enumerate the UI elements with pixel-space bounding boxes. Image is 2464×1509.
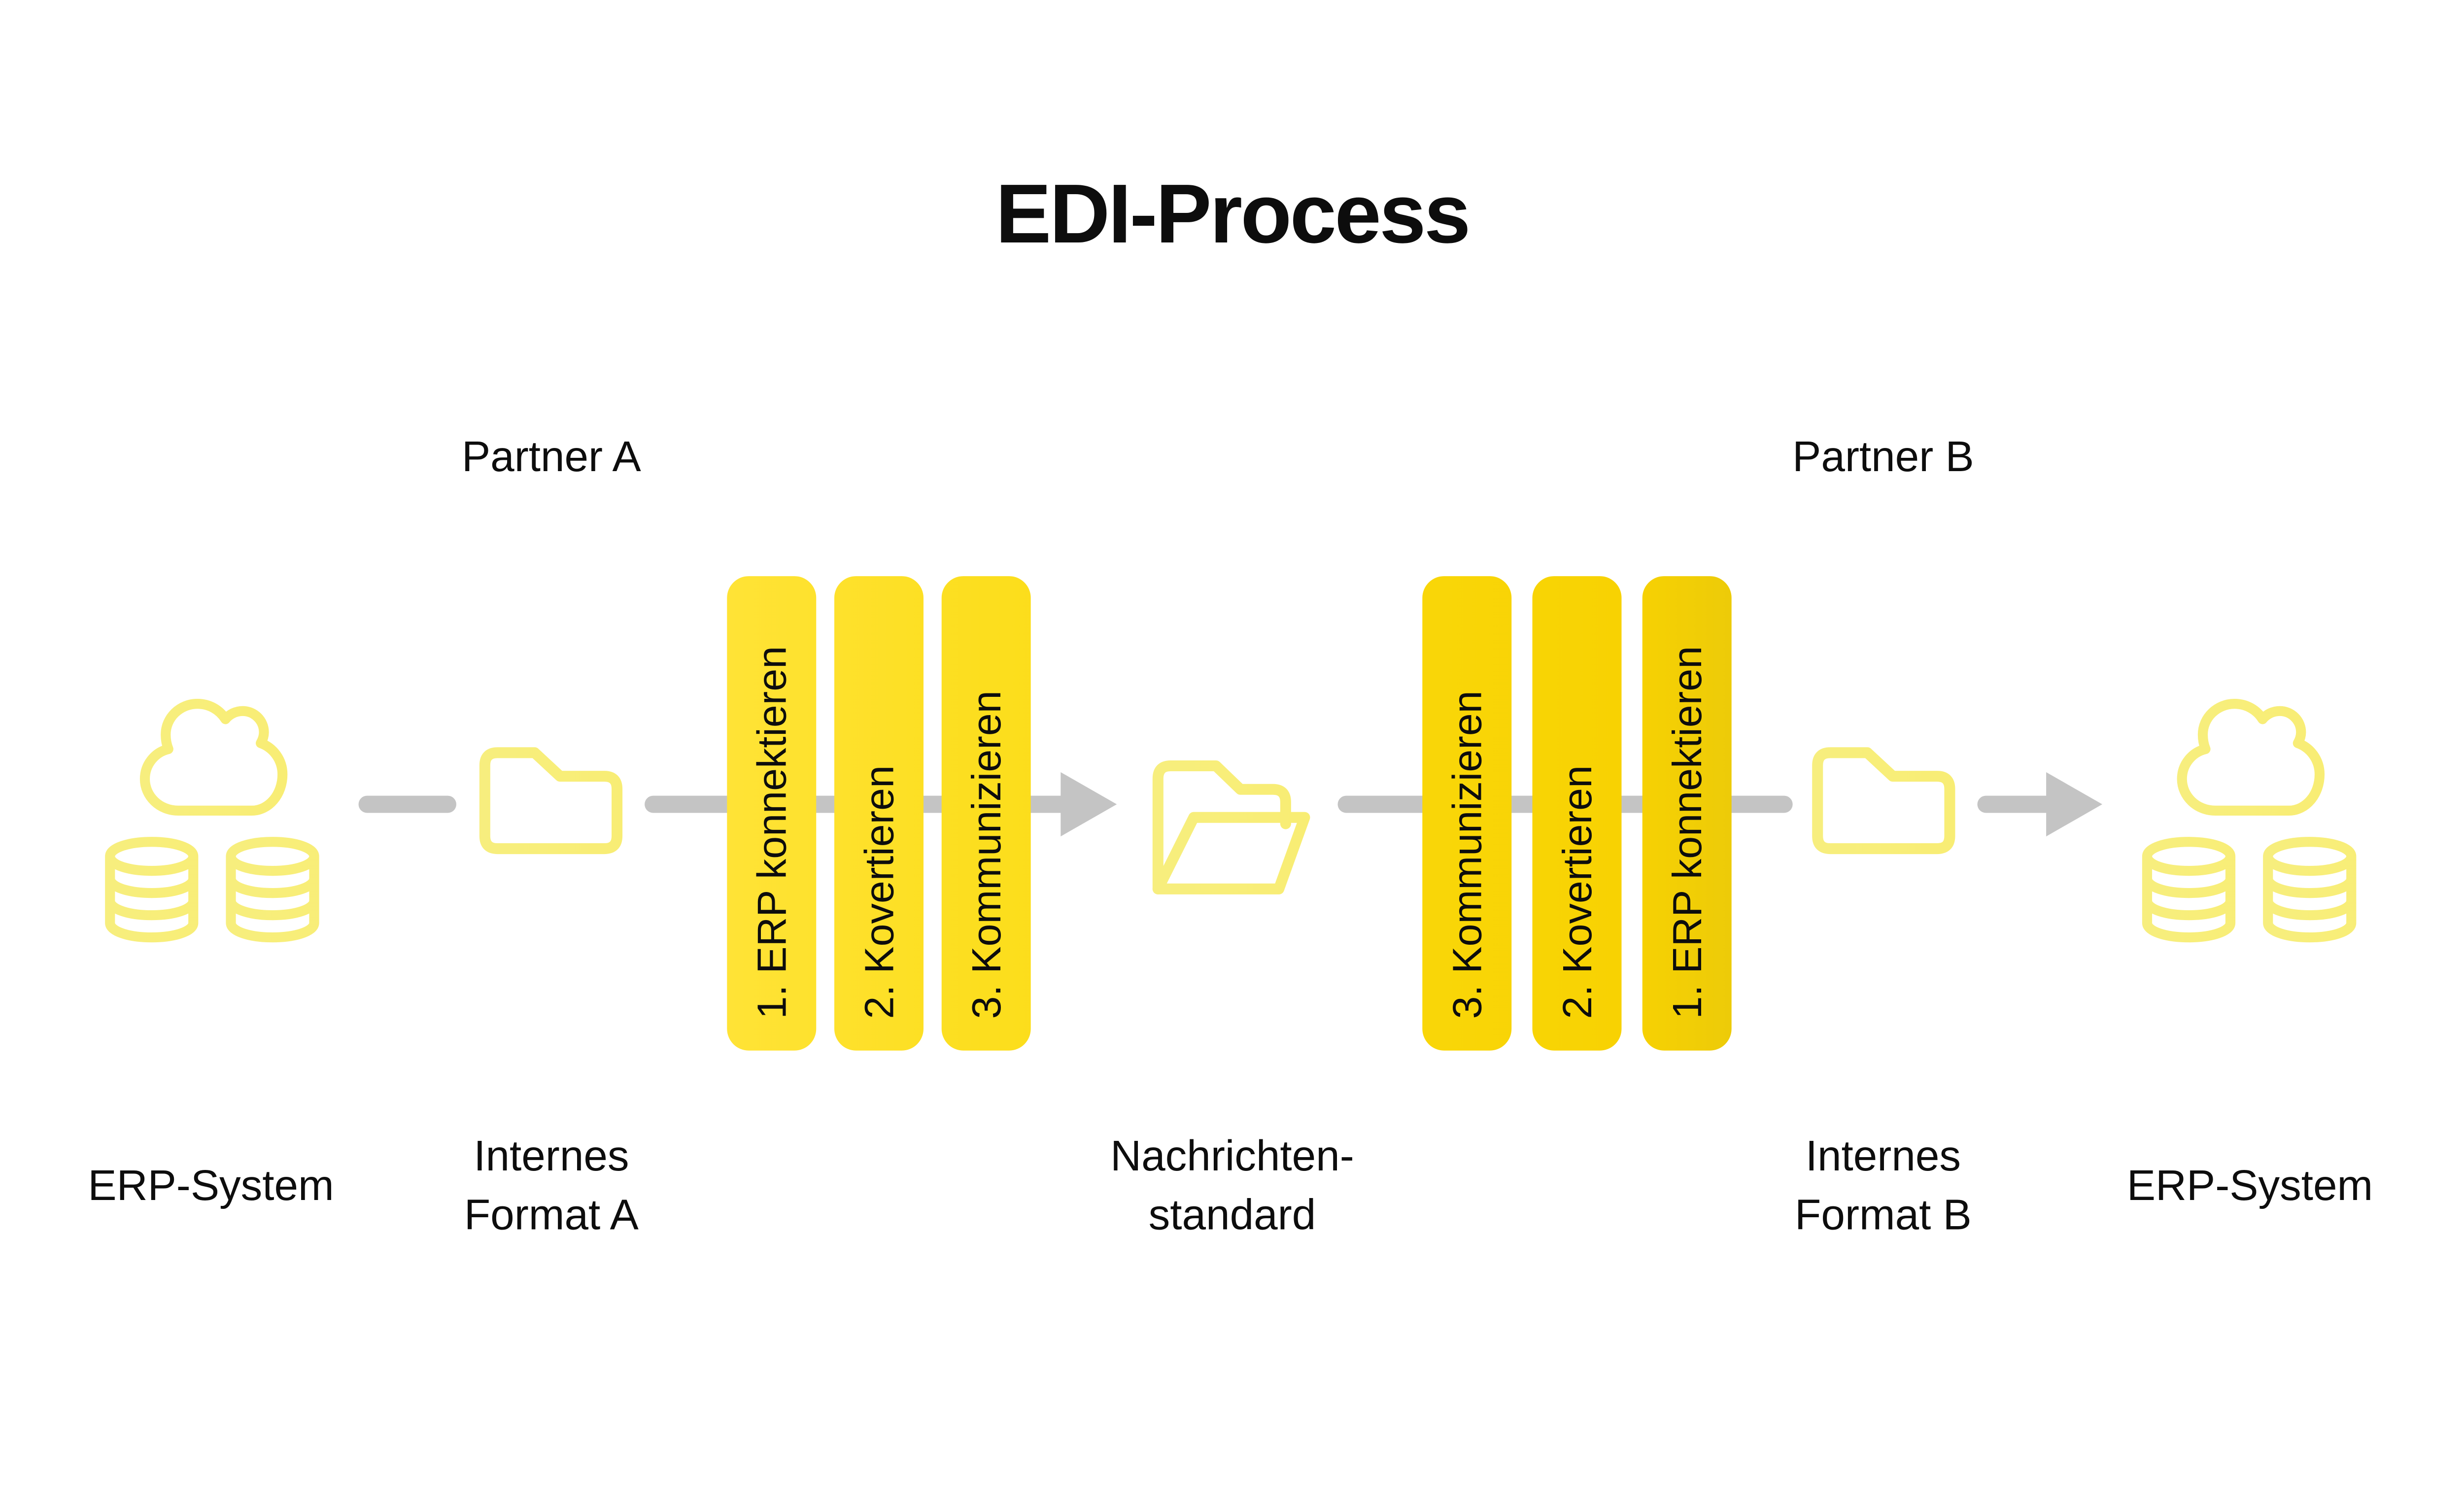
step-pill: 2. Kovertieren <box>834 576 924 1051</box>
step-pill: 1. ERP konnektieren <box>727 576 817 1051</box>
pill-background <box>941 576 1031 1051</box>
pill-background <box>1642 576 1732 1051</box>
database-icon <box>105 837 199 943</box>
pill-background <box>834 576 924 1051</box>
step-label: 2. Kovertieren <box>1554 765 1600 1019</box>
step-label: 3. Kommunizieren <box>963 690 1009 1019</box>
internes-format-b-label: Internes Format B <box>1795 1132 1972 1238</box>
pill-background <box>1422 576 1512 1051</box>
erp-system-b-label: ERP-System <box>2127 1162 2373 1209</box>
label-line: Internes <box>474 1132 629 1180</box>
erp-system-a-label: ERP-System <box>88 1162 334 1209</box>
partner-a-label: Partner A <box>462 433 642 480</box>
cloud-icon <box>2177 699 2325 816</box>
internes-format-a-label: Internes Format A <box>464 1132 639 1238</box>
folder-format-b-icon <box>1812 747 1955 855</box>
step-pill: 1. ERP konnektieren <box>1642 576 1732 1051</box>
step-pill: 3. Kommunizieren <box>941 576 1031 1051</box>
step-label: 2. Kovertieren <box>856 765 902 1019</box>
arrowhead-to-erp-b-icon <box>2046 772 2103 837</box>
database-icon <box>2263 837 2357 943</box>
label-line: Format A <box>464 1191 639 1239</box>
pill-background <box>727 576 817 1051</box>
label-line: Format B <box>1795 1191 1972 1239</box>
arrowhead-to-standard-icon <box>1061 772 1117 837</box>
cloud-icon <box>139 699 288 816</box>
nachrichtenstandard-label: Nachrichten- standard <box>1110 1132 1354 1238</box>
pill-background <box>1532 576 1622 1051</box>
erp-system-b-icon <box>2142 699 2357 943</box>
partner-b-label: Partner B <box>1792 433 1974 480</box>
erp-system-a-icon <box>105 699 319 943</box>
open-folder-standard-icon <box>1152 760 1310 894</box>
label-line: standard <box>1149 1191 1316 1239</box>
folder-format-a-icon <box>479 747 623 855</box>
column-labels: ERP-System Internes Format A Nachrichten… <box>88 1132 2373 1238</box>
database-icon <box>2142 837 2236 943</box>
step-label: 3. Kommunizieren <box>1444 690 1490 1019</box>
label-line: Internes <box>1806 1132 1961 1180</box>
database-icon <box>226 837 319 943</box>
label-line: Nachrichten- <box>1110 1132 1354 1180</box>
step-label: 1. ERP konnektieren <box>1664 646 1710 1019</box>
step-label: 1. ERP konnektieren <box>749 646 795 1019</box>
process-steps-a: 1. ERP konnektieren 2. Kovertieren 3. Ko… <box>727 576 1031 1051</box>
step-pill: 2. Kovertieren <box>1532 576 1622 1051</box>
step-pill: 3. Kommunizieren <box>1422 576 1512 1051</box>
process-steps-b: 3. Kommunizieren 2. Kovertieren 1. ERP k… <box>1422 576 1732 1051</box>
page-title: EDI-Process <box>995 167 1469 261</box>
